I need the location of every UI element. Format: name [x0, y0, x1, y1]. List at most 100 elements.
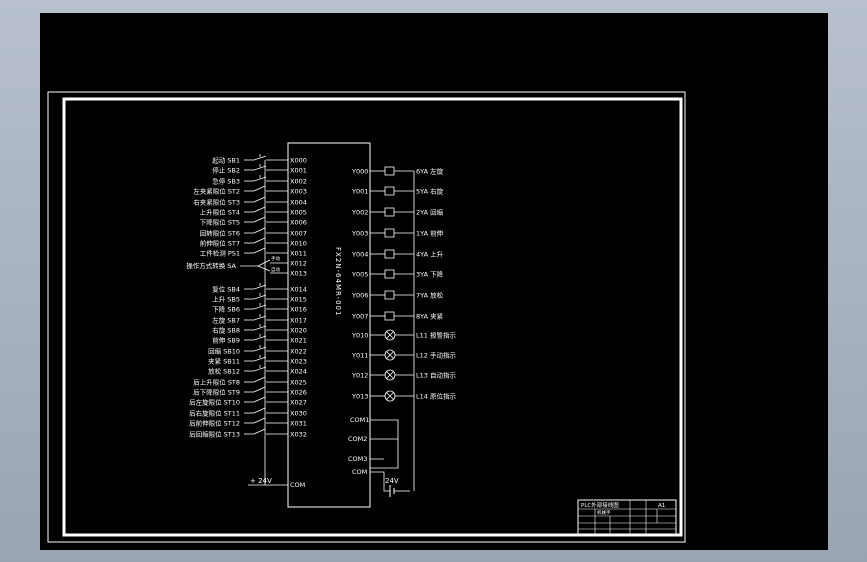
solenoid-coil	[384, 290, 395, 300]
limit-switch-contact	[253, 206, 266, 213]
input-terminal-x027: X027	[290, 399, 307, 407]
input-device-label: 后回缩限位 ST13	[189, 430, 240, 439]
output-terminal-y011: Y011	[351, 352, 368, 360]
solenoid-coil	[384, 207, 395, 217]
limit-switch-contact	[253, 376, 266, 383]
input-terminal-x025: X025	[290, 379, 307, 387]
output-terminal-y013: Y013	[351, 393, 368, 401]
input-terminal-x030: X030	[290, 410, 307, 418]
input-device-label: 放松 SB12	[208, 367, 240, 376]
input-device-label: 急停 SB3	[212, 177, 240, 186]
input-com-terminal: COM	[290, 481, 305, 489]
selector-position-auto: 自动	[271, 266, 280, 273]
output-device-label: 6YA 左旋	[416, 167, 444, 176]
plc-body	[287, 142, 371, 508]
input-supply-label: + 24V	[250, 477, 272, 485]
com3-terminal: COM3	[348, 455, 367, 463]
limit-switch-contact	[253, 196, 266, 203]
pushbutton-contact	[253, 366, 267, 372]
limit-switch-contact	[253, 216, 266, 223]
pushbutton-contact	[253, 176, 267, 182]
drawing-inner-frame	[62, 97, 683, 537]
solenoid-coil	[384, 166, 395, 176]
title-block: PLC外部接线图 机械手 A1	[577, 499, 677, 535]
input-device-label: 停止 SB2	[212, 166, 240, 175]
limit-switch-contact	[253, 227, 266, 234]
input-device-label: 上升限位 ST4	[200, 208, 240, 217]
input-terminal-x024: X024	[290, 368, 307, 376]
solenoid-coil	[384, 269, 395, 279]
pushbutton-contact	[253, 284, 267, 290]
output-terminal-y001: Y001	[351, 188, 368, 196]
input-terminal-x005: X005	[290, 209, 307, 217]
plc-model-label: FX2N-64MR-001	[334, 247, 342, 316]
output-terminal-y000: Y000	[351, 168, 368, 176]
pushbutton-contact	[253, 335, 267, 341]
input-terminal-x012: X012	[290, 260, 307, 268]
input-device-label: 复位 SB4	[212, 285, 240, 294]
input-terminal-x006: X006	[290, 219, 307, 227]
solenoid-coil	[384, 186, 395, 196]
input-device-label: 回转限位 ST6	[200, 229, 240, 238]
output-device-label: L12 手动指示	[416, 351, 456, 360]
input-row: 放松 SB12 X024	[208, 365, 307, 376]
drawing-outer-frame	[47, 91, 686, 543]
input-device-label: 后前伸限位 ST12	[189, 419, 240, 428]
input-device-label: 左旋 SB7	[212, 316, 240, 325]
output-device-label: 2YA 回缩	[416, 208, 444, 217]
output-terminal-y005: Y005	[351, 271, 368, 279]
pushbutton-contact	[253, 165, 267, 171]
input-row: 上升限位 ST4 X005	[200, 206, 307, 217]
limit-switch-contact	[253, 185, 266, 192]
input-row: 上升 SB5 X015	[212, 293, 307, 304]
input-terminal-x023: X023	[290, 358, 307, 366]
com2-terminal: COM2	[348, 435, 367, 443]
input-terminal-x013: X013	[290, 270, 307, 278]
output-device-label: 7YA 放松	[416, 291, 444, 300]
output-terminal-y003: Y003	[351, 230, 368, 238]
input-terminal-x014: X014	[290, 286, 307, 294]
output-device-label: L14 原位指示	[416, 392, 456, 401]
pushbutton-contact	[253, 304, 267, 310]
com1-terminal: COM1	[350, 416, 369, 424]
input-device-label: 工件检测 PS1	[200, 249, 240, 258]
input-device-label: 上升 SB5	[212, 295, 240, 304]
selector-label: 操作方式转换 SA	[186, 261, 236, 270]
input-row: X012	[270, 260, 307, 268]
input-terminal-x021: X021	[290, 337, 307, 345]
output-terminal-y007: Y007	[351, 313, 368, 321]
input-row: 复位 SB4 X014	[212, 283, 307, 294]
input-device-label: 后下降限位 ST9	[193, 388, 240, 397]
solenoid-coil	[384, 228, 395, 238]
pushbutton-contact	[253, 294, 267, 300]
output-terminal-y010: Y010	[351, 332, 368, 340]
input-terminal-x015: X015	[290, 296, 307, 304]
limit-switch-contact	[253, 396, 266, 403]
output-device-label: L13 自动指示	[416, 371, 456, 380]
input-terminal-x011: X011	[290, 250, 307, 258]
limit-switch-contact	[253, 428, 266, 435]
limit-switch-contact	[253, 417, 266, 424]
input-terminal-x017: X017	[290, 317, 307, 325]
input-row: 工件检测 PS1 X011	[200, 247, 307, 258]
